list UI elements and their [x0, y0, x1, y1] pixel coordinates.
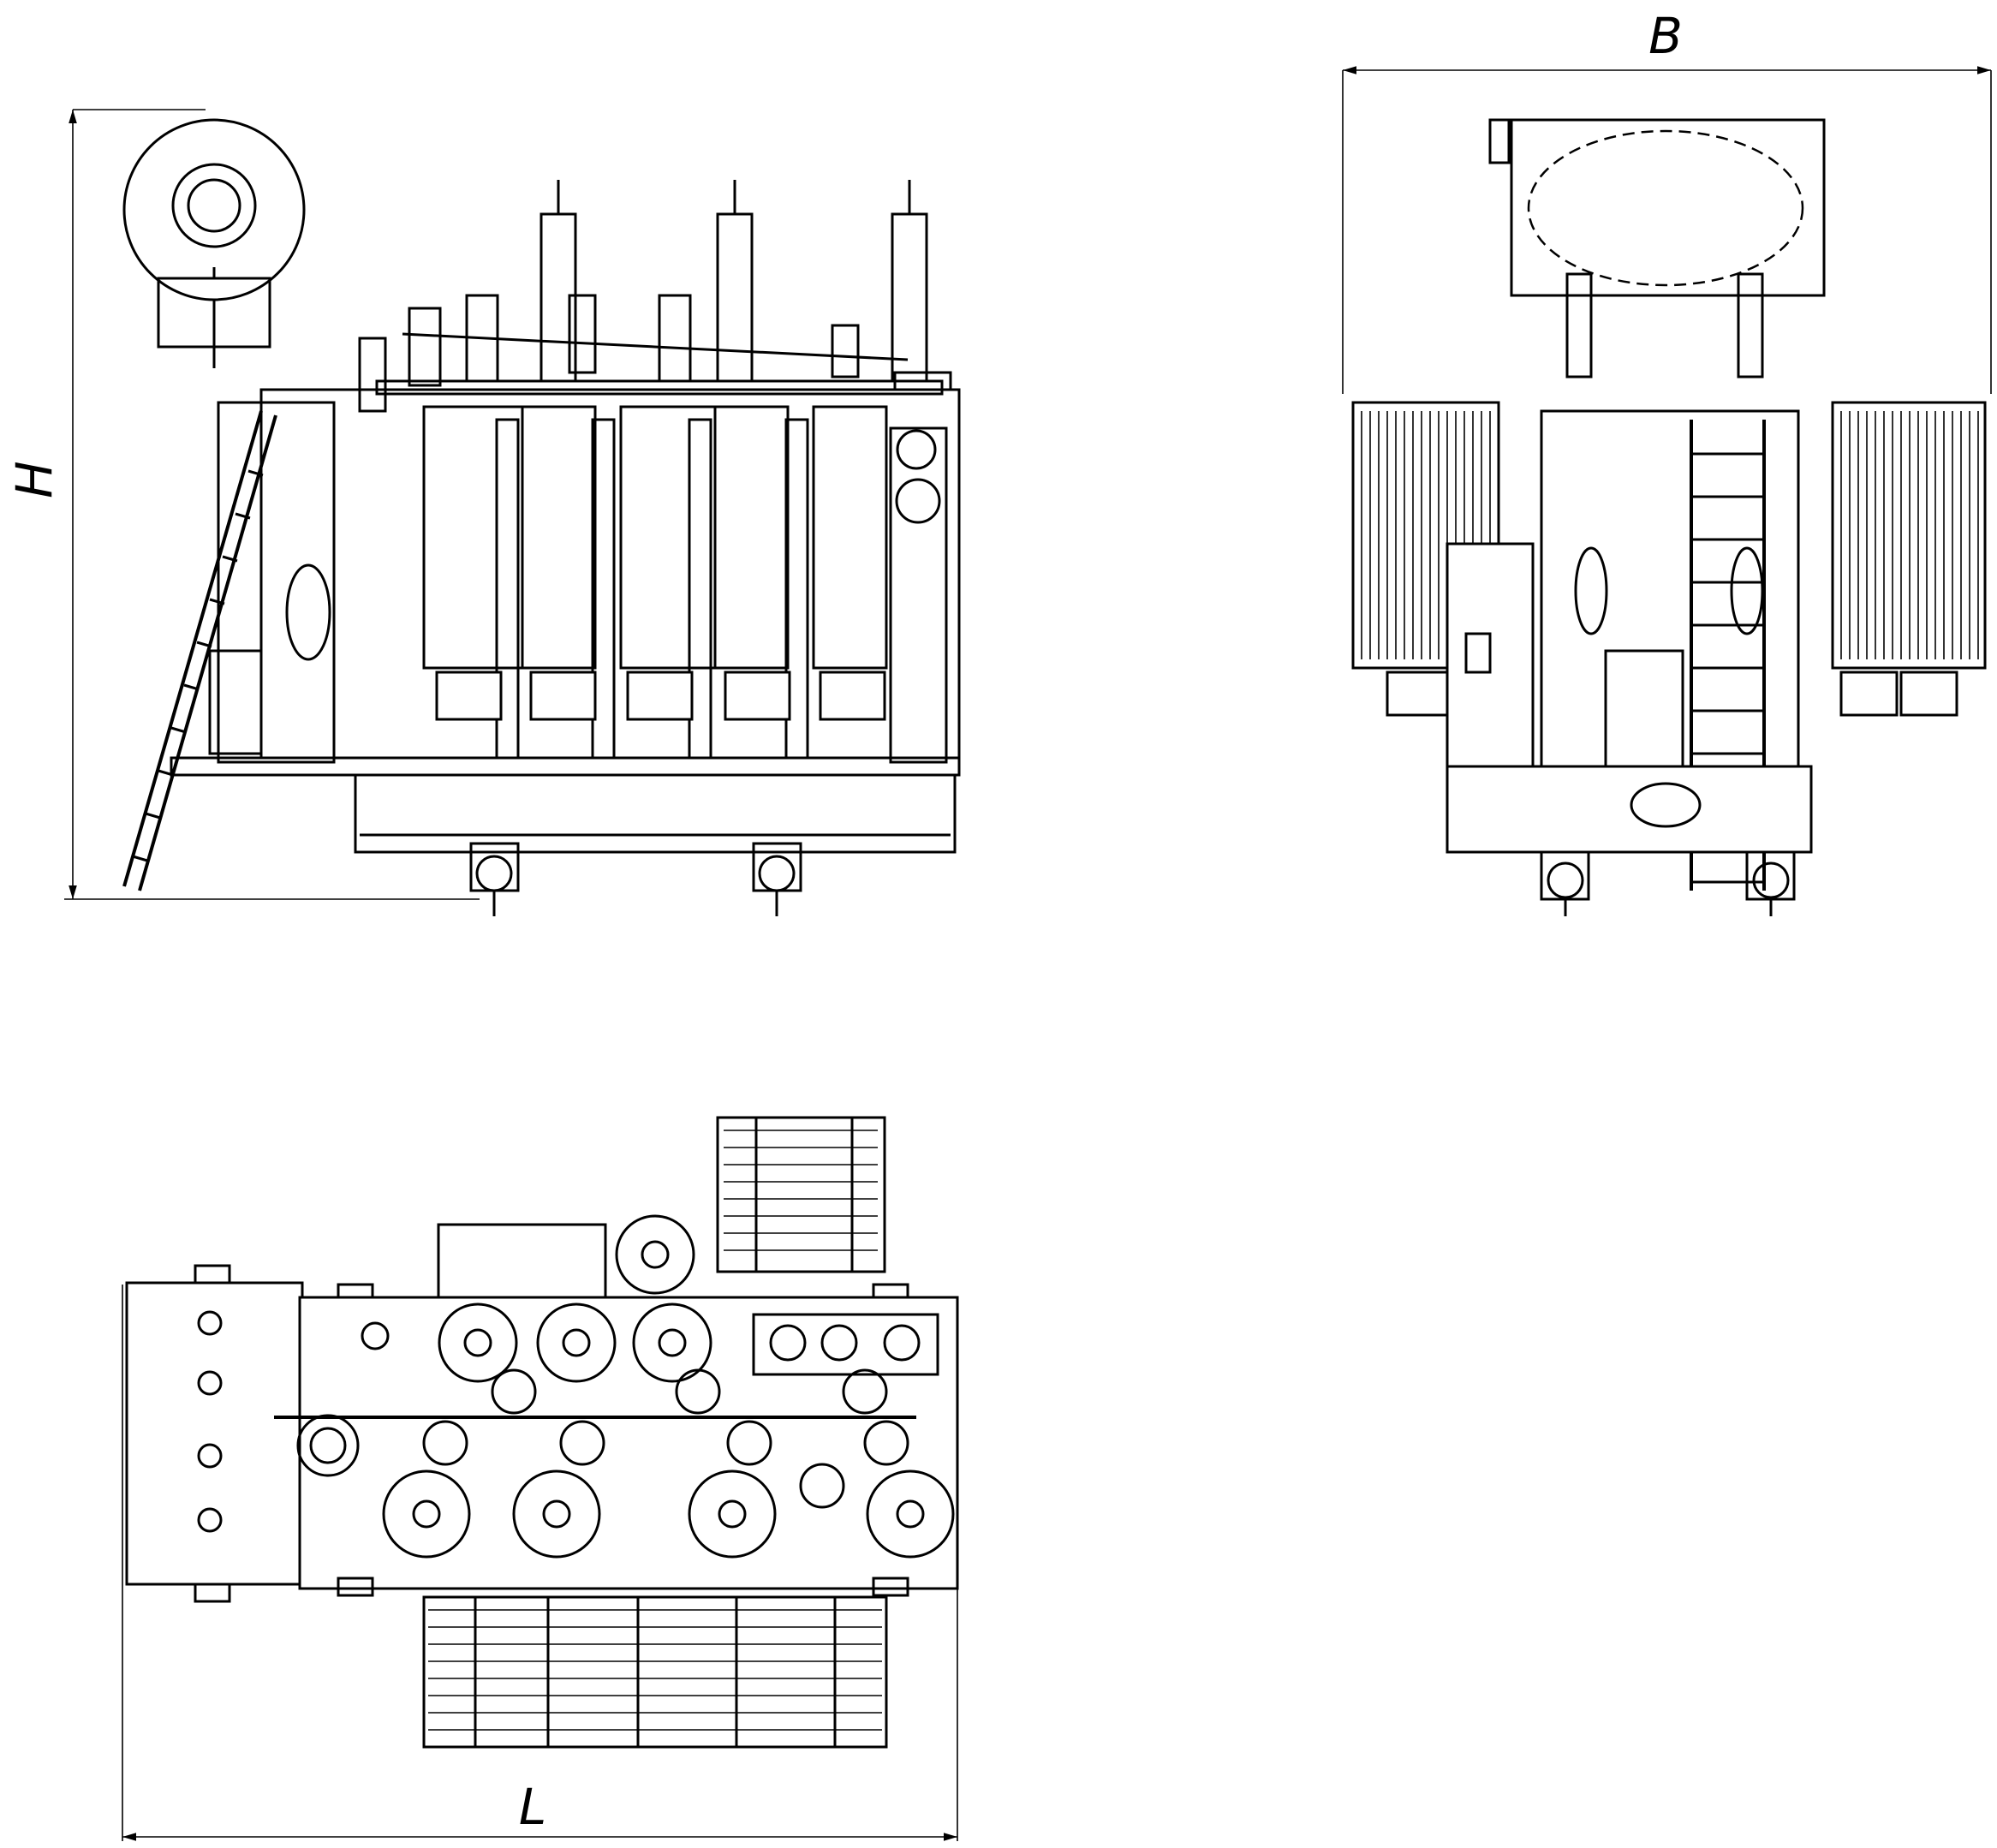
end-view [1351, 118, 1987, 916]
side-fans [435, 671, 886, 721]
side-bushings [358, 180, 928, 413]
width-label: B [1648, 7, 1683, 65]
top-flanges [296, 1303, 955, 1559]
dimension-height: H [5, 109, 480, 900]
side-ladder [122, 410, 277, 891]
side-view [122, 118, 961, 916]
side-radiator-panels [422, 405, 888, 670]
side-wheels [469, 842, 802, 916]
end-radiator-right [1831, 401, 1987, 717]
length-label: L [519, 1778, 546, 1836]
dimension-length: L [122, 1285, 958, 1841]
top-radiators-lower [422, 1595, 888, 1749]
top-view [125, 1116, 959, 1749]
height-label: H [5, 461, 63, 498]
top-radiators-upper [716, 1116, 886, 1273]
dimension-width: B [1342, 7, 1992, 394]
